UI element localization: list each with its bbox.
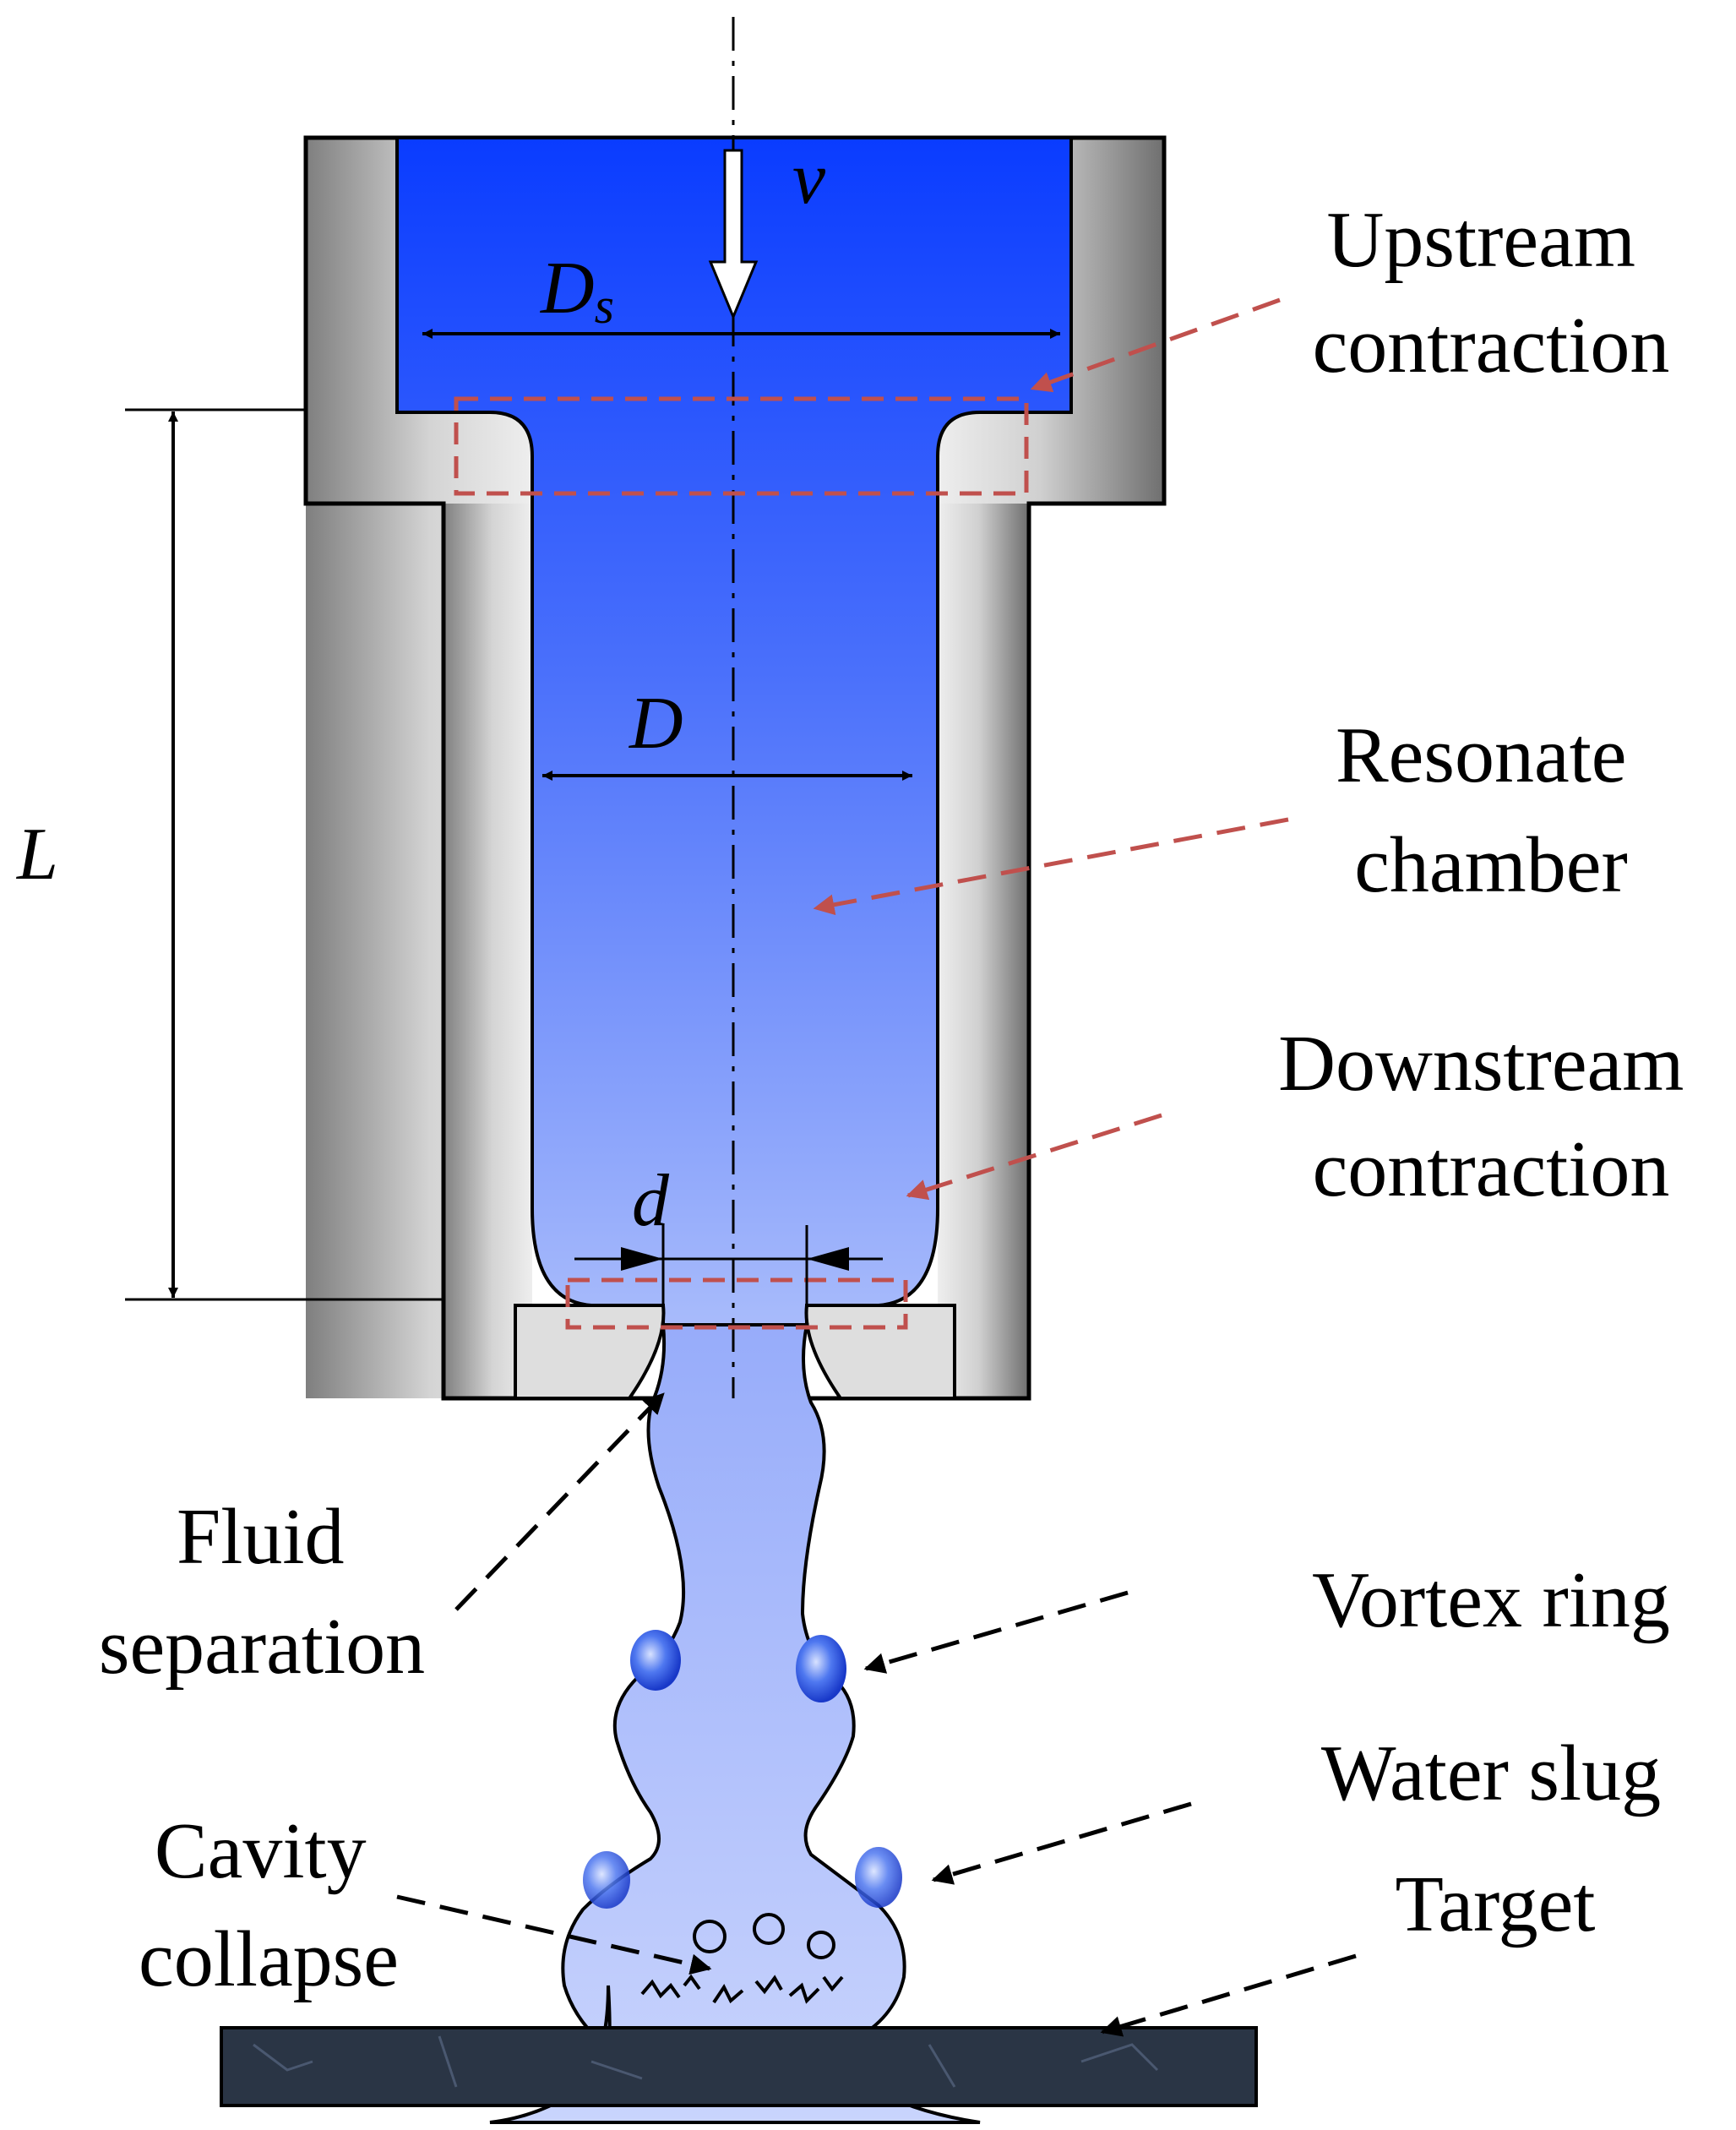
orifice-plate-left [514, 1304, 666, 1400]
wall-upper-left [306, 138, 532, 1398]
label-upstream-contraction: Upstream contraction [1313, 196, 1670, 390]
leader-target [1100, 1953, 1357, 2037]
upstream-contraction-region [454, 396, 1029, 496]
cavity-bubbles [640, 1913, 844, 2004]
label-downstream-contraction: Downstream contraction [1278, 1020, 1704, 1213]
chamber-length-symbol: L [15, 814, 58, 896]
vortex-blob [583, 1851, 630, 1909]
dimension-orifice-arrow-right [807, 1247, 849, 1271]
vortex-rings [583, 1630, 902, 1909]
downstream-contraction-region [565, 1277, 908, 1330]
wall-lower-left [444, 504, 532, 1398]
label-fluid-separation: Fluid separation [99, 1493, 425, 1691]
leader-cavity-collapse [396, 1894, 712, 1975]
label-target: Target [1395, 1860, 1595, 1948]
upstream-diameter-symbol: Ds [540, 248, 614, 334]
leader-vortex-ring [863, 1590, 1129, 1674]
dimension-orifice-arrow-left [621, 1247, 663, 1271]
wall-upper-right [938, 138, 1164, 504]
vortex-blob [855, 1847, 902, 1908]
leader-resonate [813, 817, 1289, 916]
target-plate [220, 2026, 1258, 2107]
vortex-blob [796, 1635, 846, 1702]
leader-fluid-separation [454, 1392, 665, 1611]
label-resonate-chamber: Resonate chamber [1336, 711, 1646, 909]
label-water-slug: Water slug [1321, 1730, 1661, 1817]
target-cracks [253, 2035, 1159, 2088]
chamber-diameter-symbol: D [629, 683, 683, 765]
orifice-plate-right [804, 1304, 956, 1400]
vortex-blob [630, 1630, 681, 1691]
nozzle-outline [303, 135, 1167, 1401]
jet-stream [489, 1323, 981, 2124]
leader-downstream [906, 1113, 1162, 1201]
wall-lower-right [938, 504, 1029, 1398]
velocity-symbol: v [792, 138, 826, 220]
nozzle-body [303, 135, 1167, 1401]
label-cavity-collapse: Cavity collapse [139, 1807, 399, 2003]
label-vortex-ring: Vortex ring [1312, 1556, 1670, 1644]
orifice-diameter-symbol: d [632, 1160, 670, 1242]
leader-water-slug [931, 1801, 1192, 1885]
velocity-arrow [708, 149, 759, 320]
